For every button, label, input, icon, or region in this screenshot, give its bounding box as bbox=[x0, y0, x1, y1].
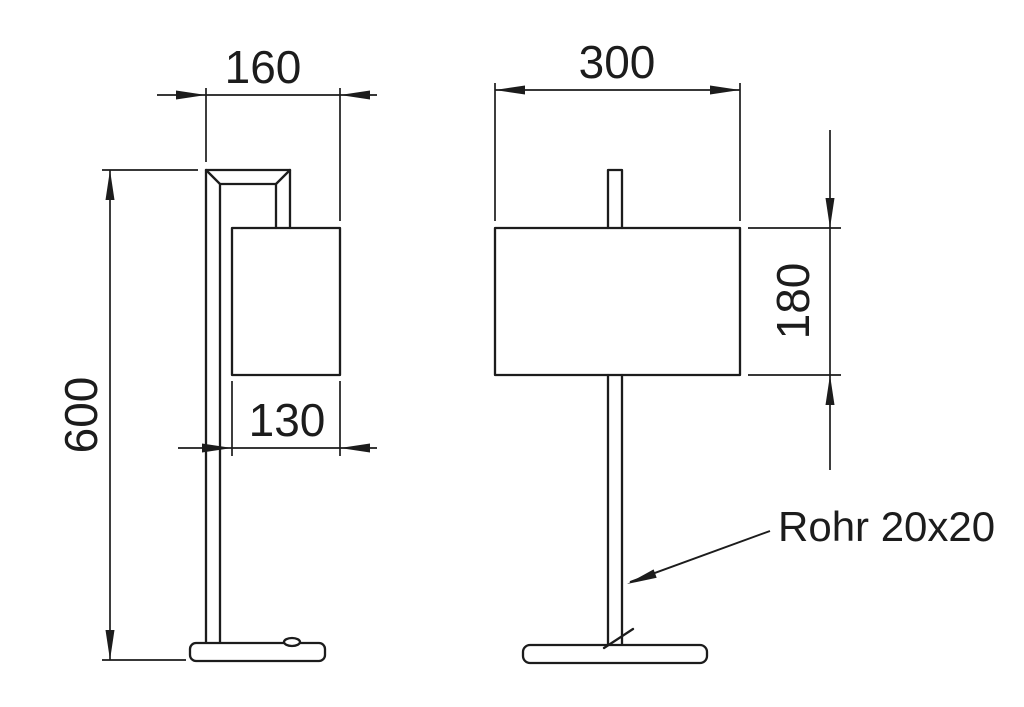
side-view bbox=[188, 168, 342, 663]
arrowhead bbox=[176, 90, 206, 100]
dimension-160 bbox=[157, 88, 377, 221]
tube-note-leader bbox=[627, 530, 771, 584]
post-top-stub bbox=[606, 168, 624, 230]
dimension-130-label: 130 bbox=[249, 394, 326, 446]
arrowhead bbox=[825, 198, 835, 228]
dimension-180-label: 180 bbox=[767, 263, 819, 340]
arrowhead bbox=[202, 443, 232, 453]
tube-note-label: Rohr 20x20 bbox=[778, 503, 995, 550]
arrowhead bbox=[825, 375, 835, 405]
post-base-joint-line bbox=[602, 627, 635, 650]
dimension-160-label: 160 bbox=[225, 41, 302, 93]
post-and-arm-outer-edge bbox=[204, 168, 292, 645]
base-front bbox=[521, 643, 709, 665]
arrowhead bbox=[340, 90, 370, 100]
switch-button bbox=[282, 636, 302, 648]
arrowhead bbox=[105, 170, 115, 200]
leader-arrowhead bbox=[627, 569, 657, 584]
base-side bbox=[188, 641, 327, 663]
arrowhead bbox=[340, 443, 370, 453]
dimension-300-label: 300 bbox=[579, 36, 656, 88]
dimension-600 bbox=[102, 169, 198, 661]
arrowhead bbox=[105, 630, 115, 660]
arm-miter-right bbox=[274, 168, 292, 186]
lamp-shade-front bbox=[493, 226, 742, 377]
dimension-600-label: 600 bbox=[55, 377, 107, 454]
arrowhead bbox=[495, 85, 525, 95]
dimension-180 bbox=[748, 130, 841, 470]
dimension-300 bbox=[494, 83, 741, 221]
dimension-130 bbox=[178, 381, 377, 456]
lamp-shade-side bbox=[230, 226, 342, 377]
arm-miter-left bbox=[204, 168, 222, 186]
post-and-arm-inner-edge bbox=[218, 182, 278, 645]
arrowhead bbox=[710, 85, 740, 95]
front-view bbox=[493, 168, 742, 665]
